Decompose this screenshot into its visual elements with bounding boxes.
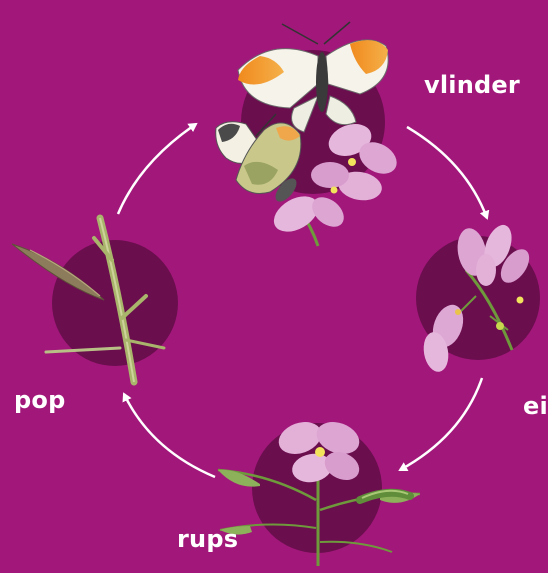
arrow-rups-to-pop xyxy=(124,394,215,477)
stage-label-pop: pop xyxy=(14,388,65,412)
rups-illustration xyxy=(218,416,420,566)
caterpillar-on-flower-stem-icon xyxy=(218,416,420,566)
arrow-ei-to-rups xyxy=(400,378,482,470)
stage-label-ei: ei xyxy=(523,394,548,418)
arrow-pop-to-vlinder xyxy=(118,124,196,214)
arrow-vlinder-to-ei xyxy=(407,127,487,218)
stage-label-rups: rups xyxy=(177,527,238,551)
stage-label-vlinder: vlinder xyxy=(424,73,520,97)
